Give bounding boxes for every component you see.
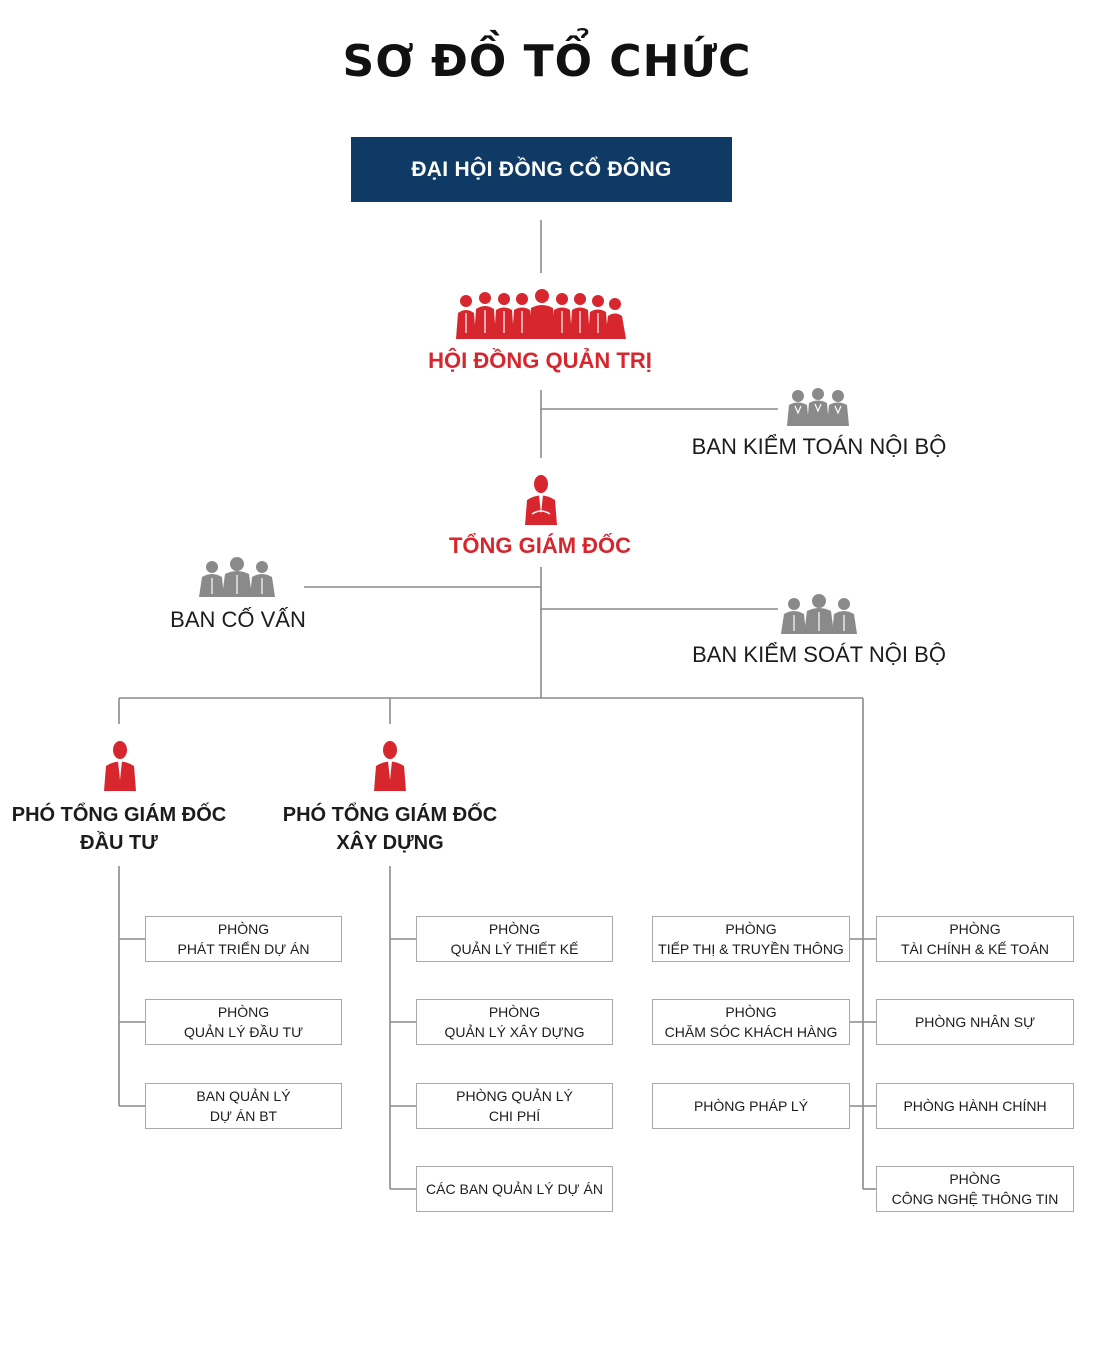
deputy-ceo-construction-label: PHÓ TỔNG GIÁM ĐỐC XÂY DỰNG [268, 801, 512, 857]
dept-line1: PHÒNG [488, 1004, 541, 1020]
dept-box: PHÒNG QUẢN LÝ XÂY DỰNG [416, 999, 613, 1045]
dept-line2: QUẢN LÝ THIẾT KẾ [450, 941, 579, 957]
dept-line1: PHÒNG PHÁP LÝ [693, 1098, 809, 1114]
businessman-icon [525, 475, 557, 525]
board-of-directors-label: HỘI ĐỒNG QUẢN TRỊ [428, 348, 652, 373]
deputy-investment-line1: PHÓ TỔNG GIÁM ĐỐC [11, 804, 227, 826]
internal-audit-label: BAN KIỂM TOÁN NỘI BỘ [691, 434, 947, 459]
group-people-icon [787, 388, 849, 426]
dept-line2: QUẢN LÝ ĐẦU TƯ [183, 1024, 304, 1040]
group-people-icon [199, 557, 275, 597]
dept-line1: PHÒNG [725, 921, 777, 937]
internal-control-label: BAN KIỂM SOÁT NỘI BỘ [692, 642, 946, 667]
dept-box: PHÒNG TIẾP THỊ & TRUYỀN THÔNG [652, 916, 850, 962]
dept-box: PHÒNG HÀNH CHÍNH [876, 1083, 1074, 1129]
dept-box: PHÒNG CHĂM SÓC KHÁCH HÀNG [652, 999, 850, 1045]
dept-line2: CHI PHÍ [488, 1108, 541, 1124]
deputy-construction-line2: XÂY DỰNG [336, 832, 444, 854]
dept-line1: PHÒNG [725, 1004, 777, 1020]
dept-line1: BAN QUẢN LÝ [196, 1088, 291, 1104]
deputy-construction-line1: PHÓ TỔNG GIÁM ĐỐC [282, 804, 498, 826]
deputy-ceo-investment-label: PHÓ TỔNG GIÁM ĐỐC ĐẦU TƯ [0, 801, 238, 857]
dept-line1: PHÒNG HÀNH CHÍNH [903, 1098, 1047, 1114]
dept-line2: DỰ ÁN BT [209, 1108, 278, 1124]
dept-line2: TÀI CHÍNH & KẾ TOÁN [900, 941, 1050, 957]
dept-line2: CHĂM SÓC KHÁCH HÀNG [664, 1024, 838, 1040]
dept-line2: PHÁT TRIỂN DỰ ÁN [177, 941, 310, 957]
shareholders-meeting-label: ĐẠI HỘI ĐỒNG CỔ ĐÔNG [411, 157, 672, 181]
ceo-label: TỔNG GIÁM ĐỐC [448, 533, 632, 558]
dept-line2: QUẢN LÝ XÂY DỰNG [444, 1024, 585, 1040]
dept-line1: PHÒNG [949, 921, 1001, 937]
dept-line1: PHÒNG [217, 921, 270, 937]
dept-box: CÁC BAN QUẢN LÝ DỰ ÁN [416, 1166, 613, 1212]
businessman-icon [104, 741, 136, 791]
dept-box: PHÒNG QUẢN LÝ THIẾT KẾ [416, 916, 613, 962]
dept-line1: PHÒNG [217, 1004, 270, 1020]
group-people-icon [456, 289, 626, 339]
dept-box: PHÒNG PHÁP LÝ [652, 1083, 850, 1129]
dept-line1: PHÒNG [488, 921, 541, 937]
dept-line2: CÔNG NGHỆ THÔNG TIN [891, 1191, 1059, 1207]
group-people-icon [781, 594, 857, 634]
advisory-board-label: BAN CỐ VẤN [170, 607, 306, 632]
dept-box: BAN QUẢN LÝ DỰ ÁN BT [145, 1083, 342, 1129]
dept-line1: PHÒNG NHÂN SỰ [914, 1014, 1036, 1030]
deputy-investment-line2: ĐẦU TƯ [80, 832, 158, 854]
dept-line2: TIẾP THỊ & TRUYỀN THÔNG [658, 941, 844, 957]
shareholders-meeting-box: ĐẠI HỘI ĐỒNG CỔ ĐÔNG [351, 137, 732, 202]
dept-line1: PHÒNG QUẢN LÝ [456, 1088, 573, 1104]
dept-box: PHÒNG NHÂN SỰ [876, 999, 1074, 1045]
chart-title: SƠ ĐỒ TỔ CHỨC [342, 36, 752, 87]
dept-box: PHÒNG TÀI CHÍNH & KẾ TOÁN [876, 916, 1074, 962]
dept-box: PHÒNG PHÁT TRIỂN DỰ ÁN [145, 916, 342, 962]
dept-line1: CÁC BAN QUẢN LÝ DỰ ÁN [426, 1181, 603, 1197]
businessman-icon [374, 741, 406, 791]
dept-box: PHÒNG CÔNG NGHỆ THÔNG TIN [876, 1166, 1074, 1212]
dept-box: PHÒNG QUẢN LÝ ĐẦU TƯ [145, 999, 342, 1045]
dept-line1: PHÒNG [949, 1171, 1001, 1187]
dept-box: PHÒNG QUẢN LÝ CHI PHÍ [416, 1083, 613, 1129]
